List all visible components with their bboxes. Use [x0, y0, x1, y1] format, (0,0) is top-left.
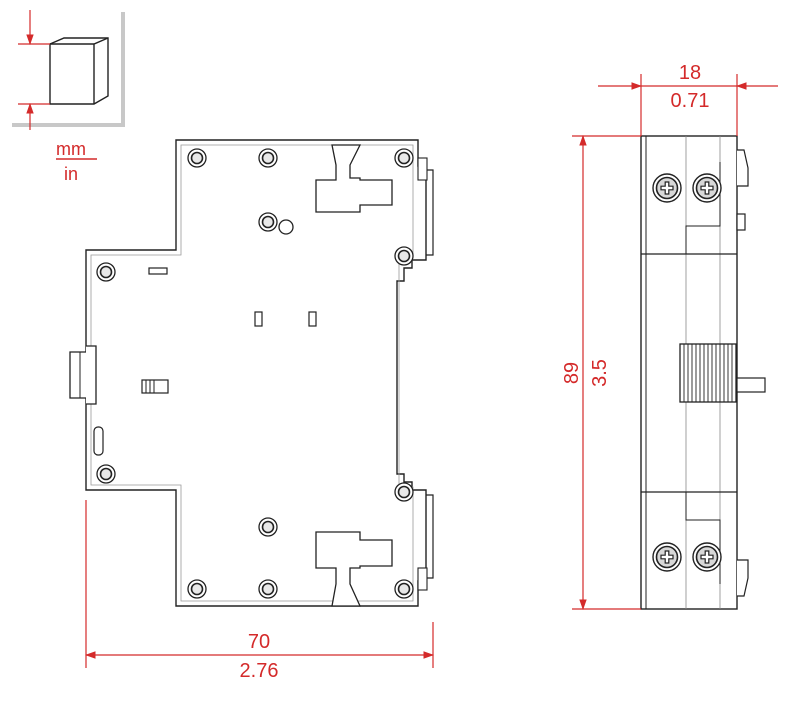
side-view [640, 135, 766, 610]
din-latch-bottom [315, 531, 393, 607]
dimension-height-in: 3.5 [589, 359, 611, 387]
dimension-depth: 18 0.71 [598, 62, 778, 136]
dimension-depth-in: 0.71 [671, 90, 710, 112]
knurled-slider [679, 343, 737, 403]
dimension-width-mm: 70 [248, 631, 270, 653]
front-view [69, 139, 434, 607]
dimension-height-mm: 89 [561, 362, 583, 384]
unit-primary-label: mm [56, 139, 86, 159]
dimension-depth-mm: 18 [679, 62, 701, 84]
dimension-width-in: 2.76 [240, 660, 279, 682]
unit-secondary-label: in [64, 164, 78, 184]
front-view-body [85, 139, 427, 607]
dimension-width: 70 2.76 [84, 500, 435, 682]
din-latch-top [315, 144, 393, 213]
unit-legend: mm in [12, 10, 125, 184]
dimension-height: 89 3.5 [561, 134, 641, 611]
unit-legend-cube-icon [12, 10, 125, 130]
